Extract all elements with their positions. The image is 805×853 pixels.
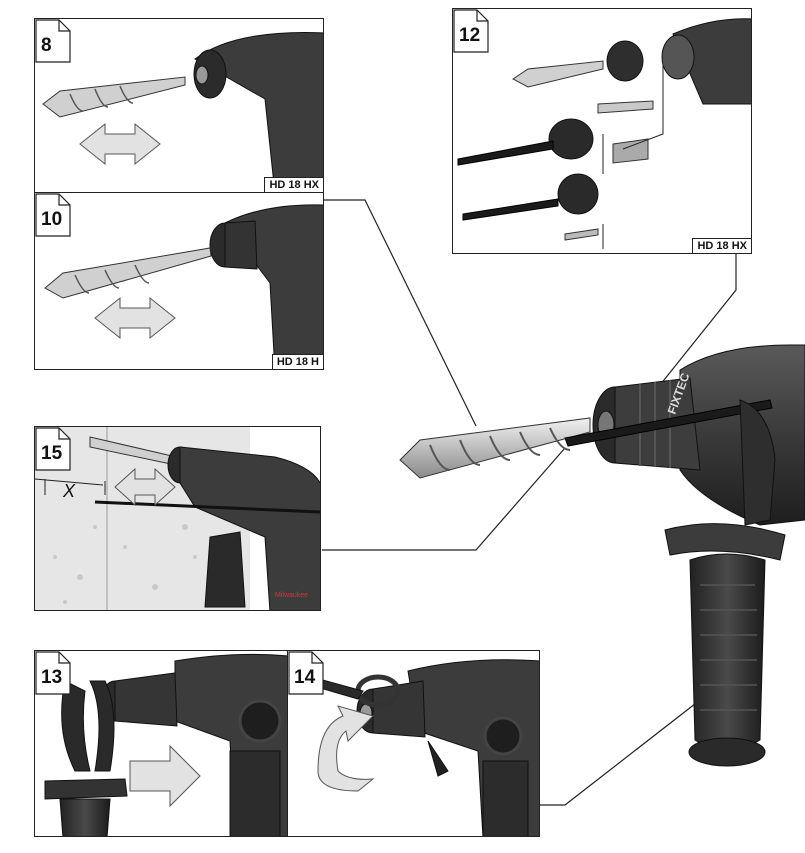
figure-13-panel: 13 [34,650,288,837]
figure-13-illustration [44,653,287,836]
figure-13-number: 13 [41,667,63,688]
figure-8-panel: 8 HD 18 HX [34,18,324,193]
figure-12-panel: 12 HD 18 HX [452,8,752,254]
figure-13-tag: 13 [35,651,71,695]
figure-12-tag: 12 [453,9,489,53]
figure-14-illustration [302,659,539,836]
dimension-label: X [62,481,76,501]
figure-8-illustration [42,32,323,192]
brand-label: Milwaukee [275,592,308,599]
figure-15-number: 15 [41,443,63,464]
figure-10-tag: 10 [35,193,71,237]
figure-15-illustration: X Milwaukee [35,427,320,610]
figure-10-number: 10 [41,209,63,230]
figure-8-tag: 8 [35,19,71,63]
figure-12-illustration [457,18,751,249]
figure-15-tag: 15 [35,427,71,471]
figure-8-model: HD 18 HX [264,177,323,192]
figure-10-illustration [44,204,323,369]
figure-14-tag: 14 [288,651,324,695]
figure-12-model: HD 18 HX [692,238,751,253]
figure-15-panel: X Milwaukee 15 [34,426,321,611]
figure-10-panel: 10 HD 18 H [34,192,324,370]
figure-10-model: HD 18 H [271,354,323,369]
figure-14-number: 14 [294,667,316,688]
figure-14-panel: 14 [287,650,540,837]
figure-8-number: 8 [41,35,52,56]
figure-12-number: 12 [459,25,481,46]
